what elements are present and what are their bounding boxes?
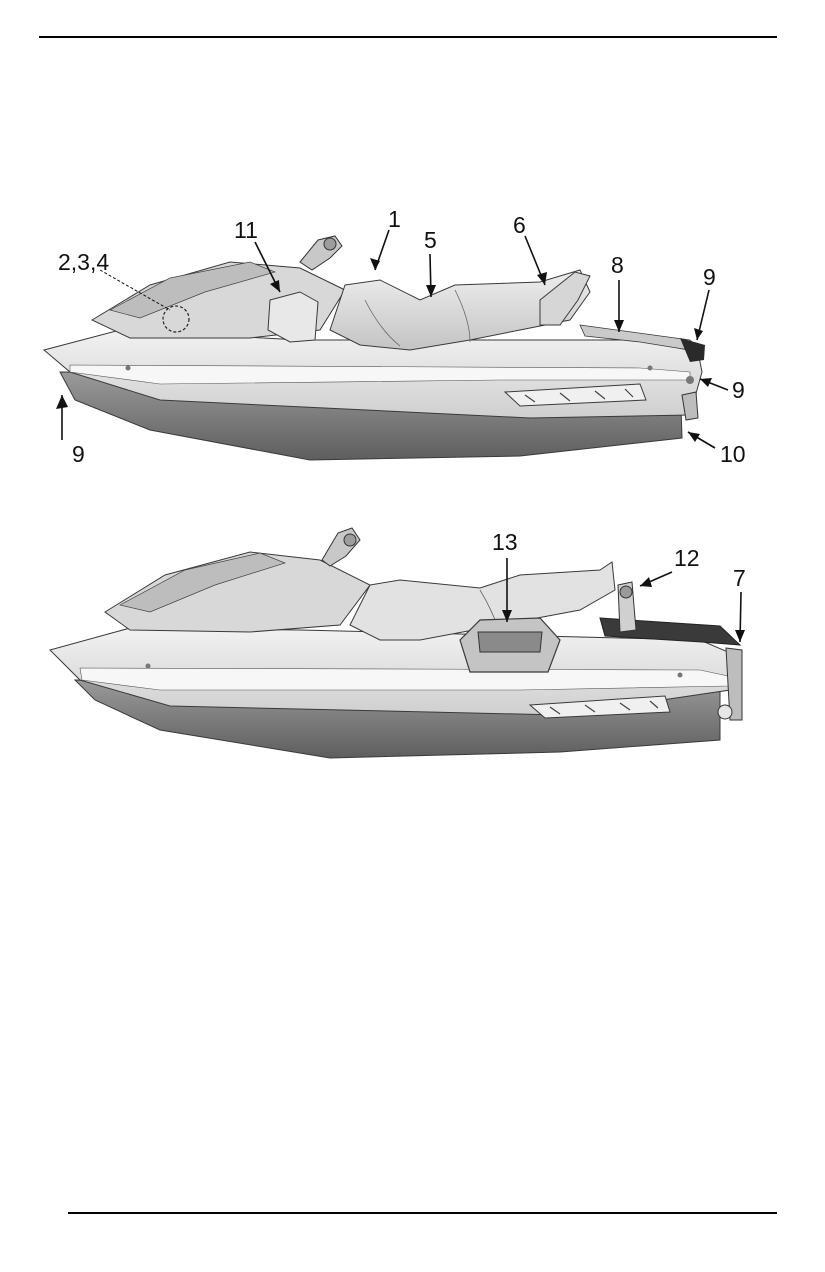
watercraft-illustration-top: 1 2,3,4 5 6 8 9 9 9 10 11 bbox=[42, 206, 746, 467]
callout-5: 5 bbox=[424, 227, 437, 253]
callout-13: 13 bbox=[492, 529, 518, 555]
footer-rule bbox=[68, 1212, 777, 1214]
callout-6: 6 bbox=[513, 212, 526, 238]
callout-9-rear: 9 bbox=[732, 377, 745, 403]
callout-7: 7 bbox=[733, 565, 746, 591]
callout-2-3-4: 2,3,4 bbox=[58, 249, 109, 275]
callout-circle-2-3-4 bbox=[162, 305, 190, 333]
callout-9-front: 9 bbox=[72, 441, 85, 467]
watercraft-side-view-right: 13 12 7 bbox=[0, 515, 825, 785]
callout-1: 1 bbox=[388, 206, 401, 232]
callout-12: 12 bbox=[674, 545, 700, 571]
callout-10: 10 bbox=[720, 441, 746, 467]
watercraft-side-view-left: 1 2,3,4 5 6 8 9 9 9 10 11 bbox=[0, 200, 825, 480]
callout-11: 11 bbox=[234, 217, 258, 243]
callout-8: 8 bbox=[611, 252, 624, 278]
callout-9-top: 9 bbox=[703, 264, 716, 290]
side-vent bbox=[503, 383, 647, 407]
header-rule bbox=[39, 36, 777, 38]
watercraft-illustration-bottom: 13 12 7 bbox=[49, 527, 746, 759]
seat bbox=[329, 269, 591, 351]
